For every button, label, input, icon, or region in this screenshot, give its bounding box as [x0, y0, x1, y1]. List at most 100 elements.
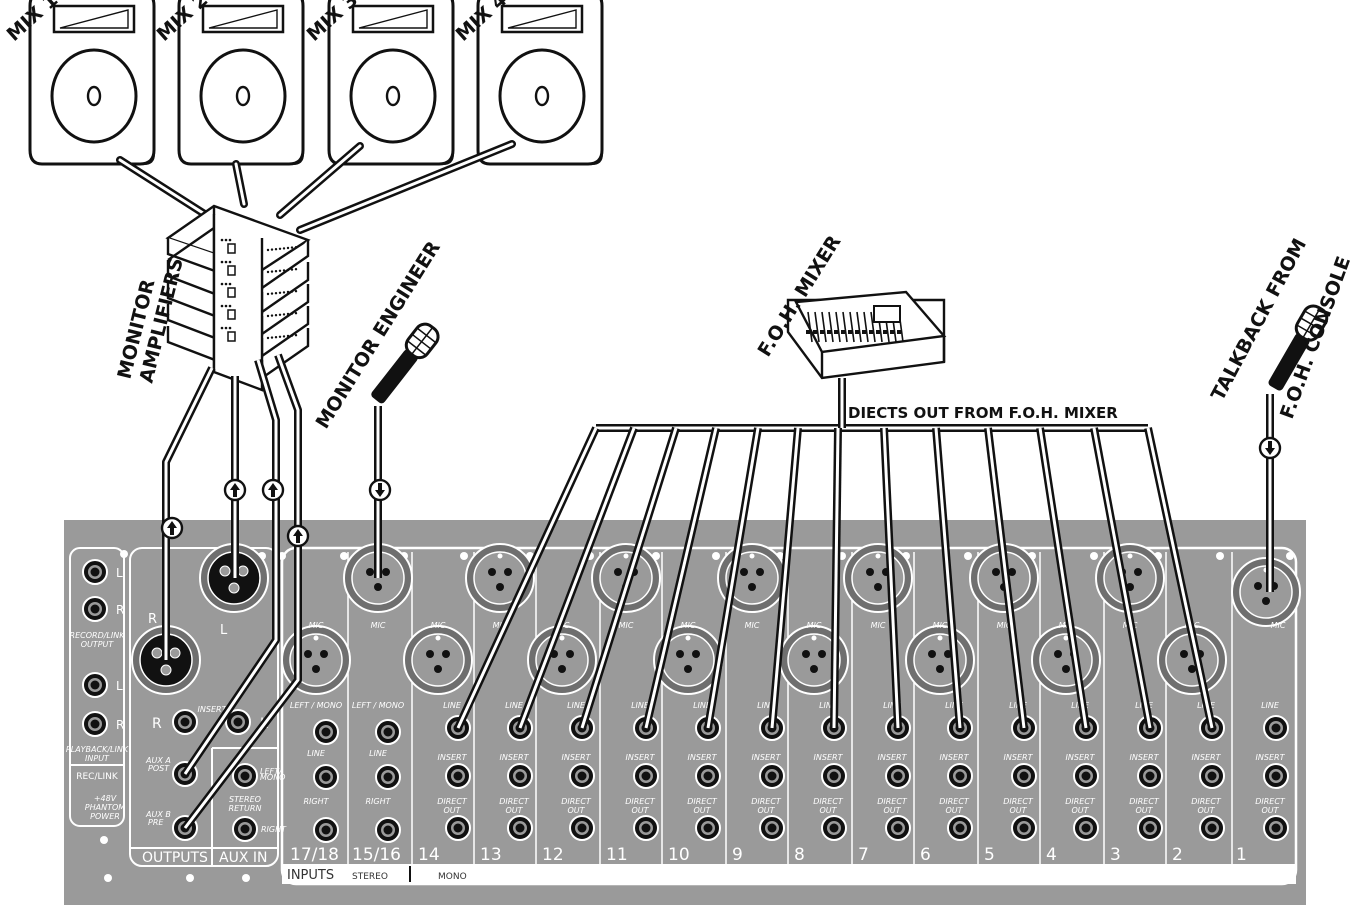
insert-jack[interactable]: [760, 764, 784, 788]
line-jack[interactable]: [314, 765, 338, 789]
fader-cap: [806, 330, 810, 334]
direct-out-label: DIRECT: [1255, 797, 1286, 806]
screw-dot: [340, 552, 348, 560]
rec-out-r-jack[interactable]: [83, 597, 107, 621]
direct-out-jack[interactable]: [948, 816, 972, 840]
amp-knob: [275, 292, 277, 294]
direct-out-label-2: OUT: [757, 806, 775, 815]
insert-label: INSERT: [500, 753, 530, 762]
channel-number: 1: [1236, 845, 1247, 865]
amp-knob: [287, 291, 289, 293]
amp-knob: [279, 248, 281, 250]
mic-xlr[interactable]: [1032, 626, 1100, 694]
aux-in-right-label: RIGHT: [261, 825, 287, 834]
line-label: LINE: [567, 701, 586, 710]
amp-knob: [287, 247, 289, 249]
insert-jack[interactable]: [822, 764, 846, 788]
screw-dot: [460, 552, 468, 560]
playback-link-input-line1: PLAYBACK/LINK: [66, 745, 129, 754]
playback-in-l-jack[interactable]: [83, 673, 107, 697]
direct-out-jack[interactable]: [1264, 816, 1288, 840]
screw-dot: [100, 836, 108, 844]
mic-xlr[interactable]: [404, 626, 472, 694]
aux-in-left-jack[interactable]: [233, 764, 257, 788]
left-mono-jack[interactable]: [314, 720, 338, 744]
insert-jack[interactable]: [508, 764, 532, 788]
right-jack[interactable]: [376, 818, 400, 842]
insert-jack[interactable]: [1074, 764, 1098, 788]
insert-jack[interactable]: [1012, 764, 1036, 788]
left-mono-jack[interactable]: [376, 720, 400, 744]
rec-link-footer: REC/LINK: [76, 772, 119, 782]
insert-jack[interactable]: [1200, 764, 1224, 788]
direct-out-jack[interactable]: [570, 816, 594, 840]
aux-a-sub: POST: [148, 764, 170, 773]
channel-number: 12: [542, 845, 564, 865]
direct-out-label: DIRECT: [877, 797, 908, 806]
direct-out-jack[interactable]: [1012, 816, 1036, 840]
amp-knob: [295, 246, 297, 248]
amp-led: [229, 305, 232, 308]
amp-knob: [267, 271, 269, 273]
line-jack[interactable]: [376, 765, 400, 789]
insert-r-jack[interactable]: [173, 710, 197, 734]
direct-out-jack[interactable]: [1074, 816, 1098, 840]
rec-out-r-label: R: [116, 603, 124, 617]
direct-out-jack[interactable]: [508, 816, 532, 840]
direct-out-jack[interactable]: [446, 816, 470, 840]
direct-out-jack[interactable]: [1200, 816, 1224, 840]
line-label: LINE: [1261, 701, 1280, 710]
left-mono-label: LEFT / MONO: [352, 701, 404, 710]
direct-out-label: DIRECT: [561, 797, 592, 806]
channel-number: 14: [418, 845, 440, 865]
record-link-output-line1: RECORD/LINK: [70, 631, 126, 640]
inputs-label: INPUTS: [287, 868, 334, 883]
direct-out-jack[interactable]: [634, 816, 658, 840]
insert-label: INSERT: [1130, 753, 1160, 762]
insert-jack[interactable]: [948, 764, 972, 788]
inputs-mono-label: MONO: [438, 872, 467, 882]
channel-number: 17/18: [290, 845, 339, 865]
amp-knob: [283, 291, 285, 293]
phantom-line3: POWER: [90, 812, 120, 821]
playback-in-r-jack[interactable]: [83, 712, 107, 736]
amp-knob: [271, 270, 273, 272]
direct-out-label: DIRECT: [499, 797, 530, 806]
direct-out-label-2: OUT: [819, 806, 837, 815]
mic-label: MIC: [745, 621, 760, 630]
amp-knob: [287, 335, 289, 337]
insert-jack[interactable]: [1138, 764, 1162, 788]
insert-jack[interactable]: [570, 764, 594, 788]
arrow-up-icon: [288, 526, 308, 546]
direct-out-label: DIRECT: [625, 797, 656, 806]
playback-in-r-label: R: [116, 718, 124, 732]
mic-label: MIC: [681, 621, 696, 630]
insert-jack[interactable]: [634, 764, 658, 788]
direct-out-jack[interactable]: [696, 816, 720, 840]
screw-dot: [186, 874, 194, 882]
direct-out-label: DIRECT: [437, 797, 468, 806]
rec-out-l-jack[interactable]: [83, 560, 107, 584]
mic-xlr[interactable]: [906, 626, 974, 694]
insert-jack[interactable]: [886, 764, 910, 788]
insert-jack[interactable]: [696, 764, 720, 788]
insert-jack[interactable]: [1264, 764, 1288, 788]
amp-led: [221, 283, 224, 286]
direct-out-jack[interactable]: [1138, 816, 1162, 840]
line-jack[interactable]: [1264, 716, 1288, 740]
direct-out-label-2: OUT: [693, 806, 711, 815]
insert-label: INSERT: [814, 753, 844, 762]
direct-out-jack[interactable]: [822, 816, 846, 840]
amp-knob: [291, 312, 293, 314]
inputs-footer: INPUTS STEREO MONO: [282, 864, 1296, 884]
channel-number: 6: [920, 845, 931, 865]
direct-out-jack[interactable]: [760, 816, 784, 840]
right-label: RIGHT: [303, 797, 329, 806]
right-jack[interactable]: [314, 818, 338, 842]
amp-knob: [267, 249, 269, 251]
amp-led: [221, 327, 224, 330]
insert-jack[interactable]: [446, 764, 470, 788]
mic-xlr[interactable]: [844, 544, 912, 612]
direct-out-jack[interactable]: [886, 816, 910, 840]
aux-in-right-jack[interactable]: [233, 817, 257, 841]
